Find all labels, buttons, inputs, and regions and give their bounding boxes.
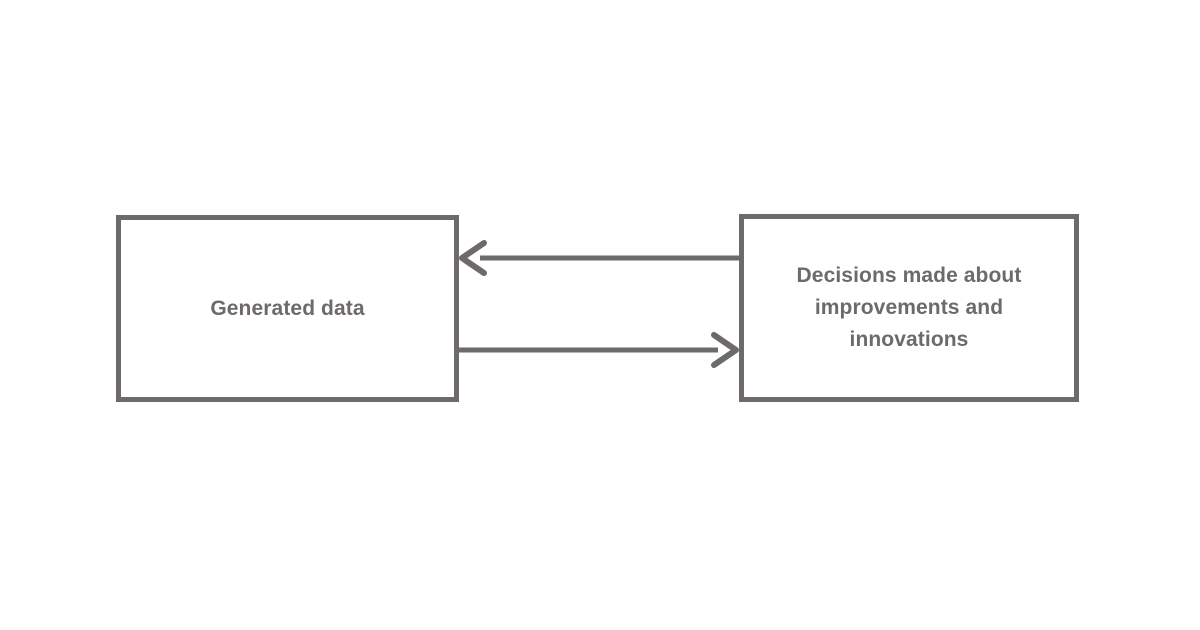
edge-decisions-to-generated-data[interactable] [459, 240, 739, 276]
arrowhead-left-icon [459, 240, 487, 276]
arrowhead-right-icon [711, 332, 739, 368]
node-decisions-label: Decisions made about improvements and in… [796, 264, 1022, 351]
node-generated-data-label: Generated data [210, 296, 365, 320]
node-generated-data[interactable]: Generated data [116, 215, 459, 402]
edge-generated-data-to-decisions[interactable] [459, 332, 739, 368]
node-decisions[interactable]: Decisions made about improvements and in… [739, 214, 1079, 402]
